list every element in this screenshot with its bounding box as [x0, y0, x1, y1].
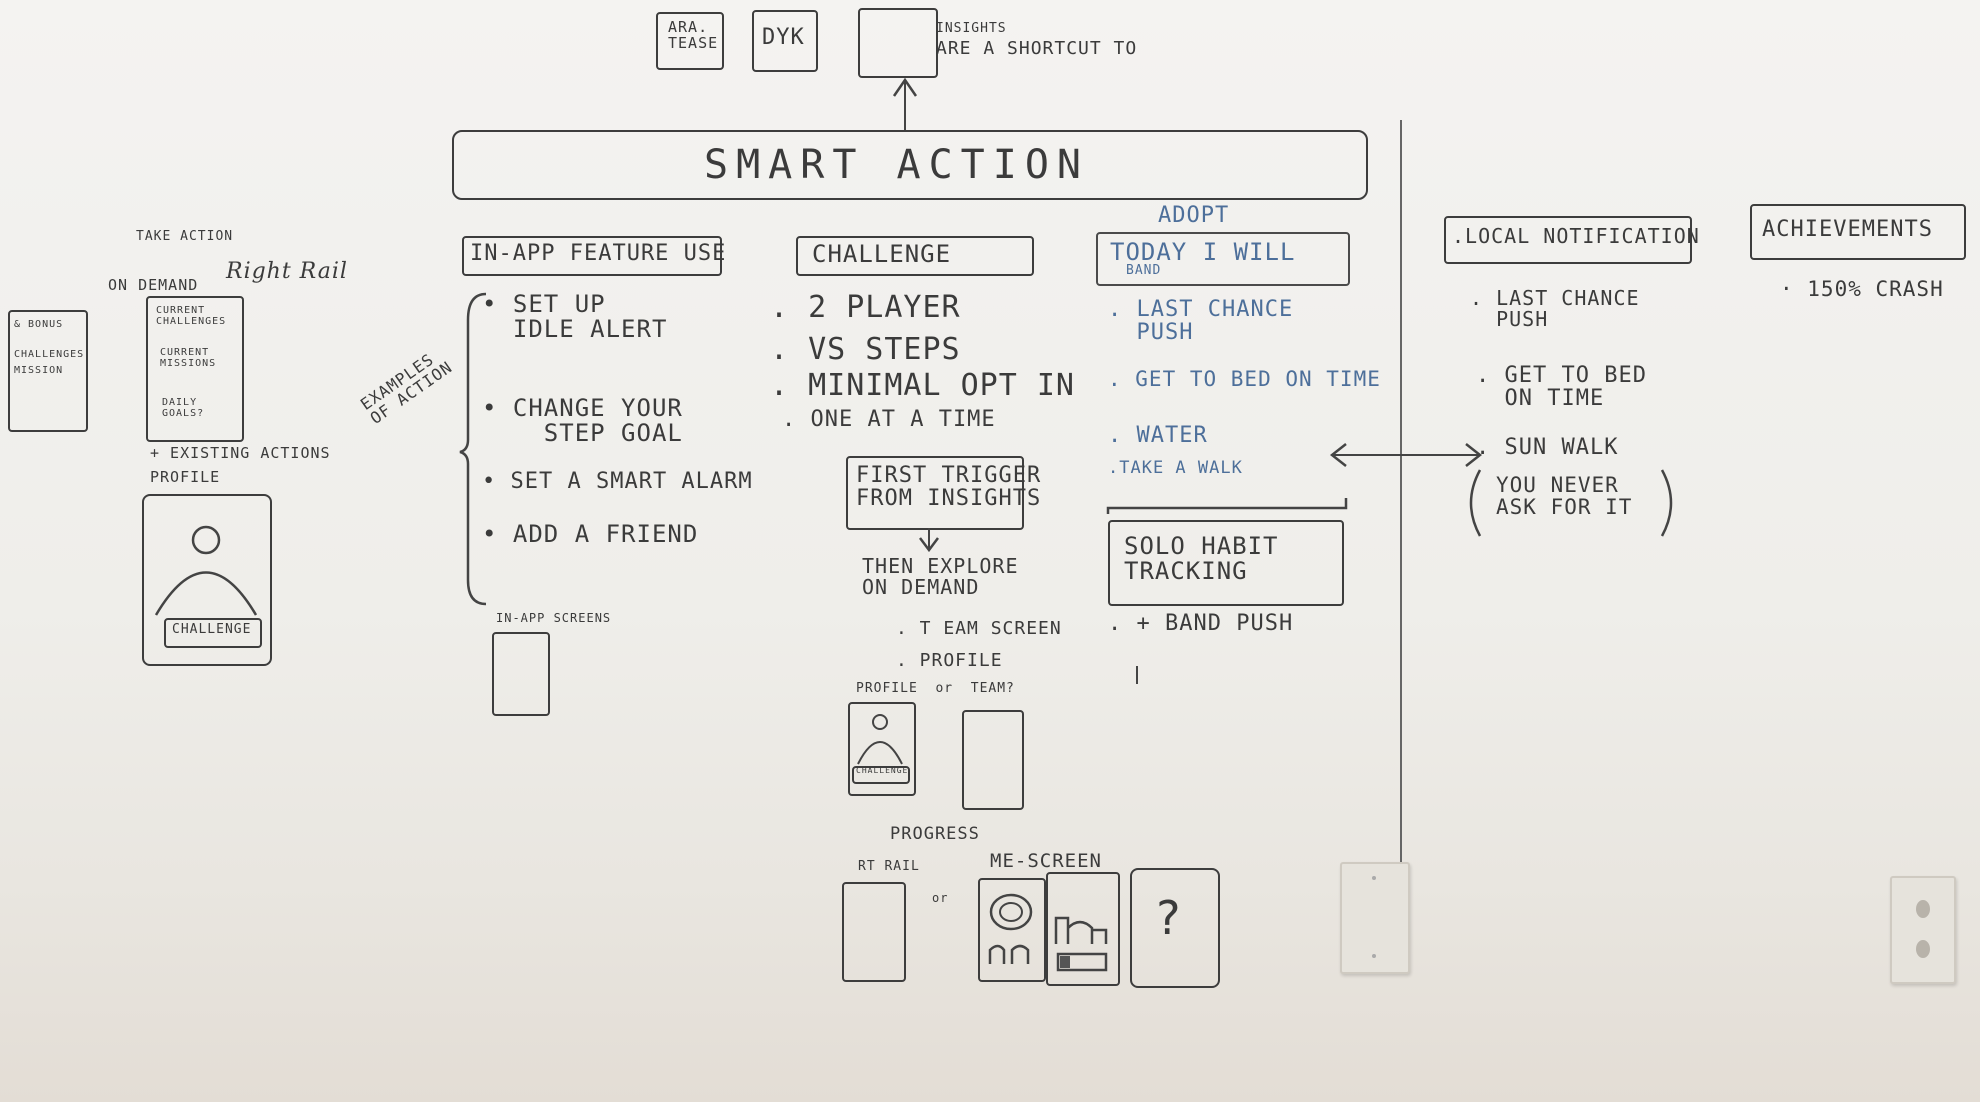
bed-chart-icon — [1054, 916, 1108, 972]
adopt-label: ADOPT — [1158, 203, 1230, 228]
profile-label: PROFILE — [150, 468, 221, 486]
dyk-box — [752, 10, 818, 72]
question-box — [1130, 868, 1220, 988]
up-arrow-head-icon — [892, 77, 918, 97]
challenge-header-box — [796, 236, 1034, 276]
rail-item-missions: CURRENT MISSIONS — [160, 347, 217, 369]
today-i-will-header: TODAY I WILL — [1110, 238, 1296, 266]
local-item-last-chance: . LAST CHANCE PUSH — [1470, 286, 1640, 331]
profile-challenge-label: CHALLENGE — [172, 622, 252, 637]
in-app-screens-label: IN-APP SCREENS — [496, 611, 612, 625]
light-switch-plate — [1340, 862, 1410, 974]
inapp-item-step-goal: • CHANGE YOUR STEP GOAL — [482, 394, 683, 448]
achievement-item-crash: · 150% CRASH — [1780, 277, 1944, 301]
challenge-header: CHALLENGE — [812, 240, 952, 268]
power-outlet-plate — [1890, 876, 1956, 984]
rail-sketch — [146, 296, 244, 442]
profile-challenge-button — [164, 618, 262, 648]
progress-label: PROGRESS — [890, 824, 980, 844]
smart-action-banner — [452, 130, 1368, 200]
up-arrow-shaft — [904, 82, 906, 130]
challenge-item-minimal: . MINIMAL OPT IN — [770, 368, 1075, 403]
local-aside: YOU NEVER ASK FOR IT — [1496, 473, 1633, 520]
local-item-bed: . GET TO BED ON TIME — [1476, 363, 1647, 412]
aside-parens — [1469, 469, 1673, 537]
solo-habit-box — [1108, 520, 1344, 606]
profile-or-team-label: PROFILE or TEAM? — [856, 681, 1015, 696]
challenge-item-vs-steps: . VS STEPS — [770, 332, 961, 367]
double-arrow-icon — [1329, 443, 1483, 467]
insights-note: ARE A SHORTCUT TO — [936, 38, 1138, 59]
first-trigger-label: FIRST TRIGGER FROM INSIGHTS — [856, 463, 1042, 512]
examples-of-action-label: EXAMPLES OF ACTION — [356, 349, 456, 428]
smart-action-title: SMART ACTION — [704, 142, 1089, 188]
phone-sketch — [8, 310, 88, 432]
profile-sketch — [142, 494, 272, 666]
challenge-item-2-player: . 2 PLAYER — [770, 290, 961, 325]
rt-rail-label: RT RAIL — [858, 859, 920, 874]
outlet-socket-icon — [1916, 940, 1930, 958]
first-trigger-box — [846, 456, 1024, 530]
in-app-feature-header: IN-APP FEATURE USE — [470, 241, 727, 266]
insights-box — [858, 8, 938, 78]
mini-profile-sketch — [848, 702, 916, 796]
challenge-item-one-at-a-time: . ONE AT A TIME — [782, 407, 996, 432]
column-divider — [1400, 120, 1402, 880]
solo-bracket — [1106, 498, 1348, 514]
activity-ring-icon — [988, 893, 1033, 964]
then-explore-label: THEN EXPLORE ON DEMAND — [862, 554, 1019, 599]
local-item-sun-walk: . SUN WALK — [1476, 435, 1619, 460]
mini-challenge-label: CHALLENGE — [856, 766, 909, 775]
mini-challenge-button — [852, 766, 910, 784]
adopt-item-last-chance: . LAST CHANCE PUSH — [1108, 297, 1294, 346]
or-label: or — [932, 891, 949, 905]
take-action-label: TAKE ACTION — [136, 229, 234, 244]
mini-avatar-icon — [857, 714, 903, 765]
local-notification-header-box — [1444, 216, 1692, 264]
rail-item-goals: DAILY GOALS? — [162, 397, 205, 419]
band-push-label: . + BAND PUSH — [1108, 611, 1294, 636]
insights-small-label: INSIGHTS — [936, 21, 1007, 36]
adopt-item-walk: .TAKE A WALK — [1108, 458, 1243, 478]
on-demand-label: ON DEMAND — [108, 276, 199, 294]
ara-tease-box — [656, 12, 724, 70]
down-arrow-icon — [919, 537, 939, 553]
phone-line-2: CHALLENGES — [14, 349, 85, 360]
dyk-label: DYK — [762, 25, 805, 50]
phone-line-1: & BONUS — [14, 319, 64, 330]
rt-rail-sketch — [842, 882, 906, 982]
right-rail-label: Right Rail — [226, 259, 348, 284]
existing-actions-label: + EXISTING ACTIONS — [150, 444, 331, 462]
examples-brace — [459, 292, 487, 606]
adopt-item-water: . WATER — [1108, 423, 1208, 448]
phone-line-3: MISSION — [14, 365, 64, 376]
ara-tease-label: ARA. TEASE — [668, 18, 719, 52]
achievements-header-box — [1750, 204, 1966, 260]
challenge-sub-team-screen: . T EAM SCREEN — [896, 618, 1062, 639]
achievements-header: ACHIEVEMENTS — [1762, 217, 1933, 242]
rail-item-challenges: CURRENT CHALLENGES — [156, 305, 227, 327]
local-notification-header: .LOCAL NOTIFICATION — [1452, 224, 1700, 248]
inapp-item-idle-alert: • SET UP IDLE ALERT — [482, 290, 668, 344]
me-screen-sketch-2 — [1046, 872, 1120, 986]
outlet-socket-icon — [1916, 900, 1930, 918]
question-mark: ? — [1154, 891, 1182, 945]
solo-habit-label: SOLO HABIT TRACKING — [1124, 532, 1279, 586]
adopt-item-bed: . GET TO BED ON TIME — [1108, 367, 1381, 391]
inapp-item-smart-alarm: • SET A SMART ALARM — [482, 469, 753, 494]
me-screen-label: ME-SCREEN — [990, 850, 1102, 872]
in-app-screen-sketch — [492, 632, 550, 716]
today-i-will-header-box — [1096, 232, 1350, 286]
challenge-sub-profile: . PROFILE — [896, 650, 1003, 671]
team-screen-sketch — [962, 710, 1024, 810]
trigger-arrow-shaft — [928, 528, 930, 550]
me-screen-sketch-1 — [978, 878, 1046, 982]
in-app-feature-header-box — [462, 236, 722, 276]
inapp-item-add-friend: • ADD A FRIEND — [482, 520, 699, 548]
profile-avatar-icon — [154, 525, 258, 616]
stray-tick — [1136, 666, 1138, 684]
band-note: BAND — [1126, 263, 1162, 278]
